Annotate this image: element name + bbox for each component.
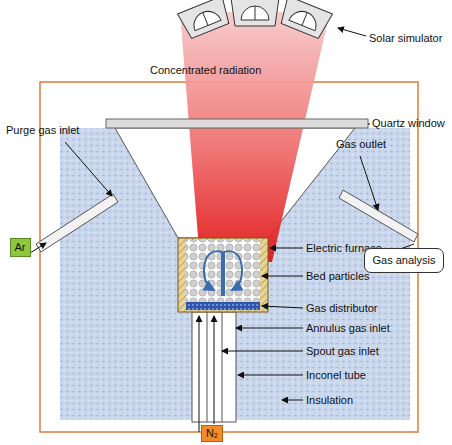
gas-box: Gas analysis (364, 248, 445, 273)
purge-tube (36, 194, 118, 252)
part-label: Bed particles (306, 270, 370, 283)
part-label: Solar simulator (369, 32, 442, 45)
gas-distributor (186, 302, 260, 310)
box-text: Ar (15, 241, 26, 254)
part-label: Spout gas inlet (306, 345, 379, 358)
part-label: Gas distributor (306, 302, 378, 315)
part-label: Quartz window (372, 117, 445, 130)
quartz-window (106, 119, 368, 128)
part-label: Gas outlet (336, 138, 386, 151)
gas-box: N₂ (201, 425, 223, 442)
radiation-beam (180, 12, 330, 262)
part-label: Inconel tube (306, 369, 366, 382)
part-label: Insulation (306, 394, 353, 407)
gas-box: Ar (10, 238, 31, 257)
box-text: N₂ (206, 427, 218, 440)
outlet-tube (339, 190, 418, 242)
leader-line (30, 28, 414, 432)
part-label: Annulus gas inlet (306, 322, 390, 335)
part-label: Purge gas inlet (6, 124, 79, 137)
bed-particles (186, 240, 260, 302)
part-label: Concentrated radiation (150, 64, 261, 77)
electric-furnace (178, 238, 268, 312)
box-text: Gas analysis (373, 254, 436, 267)
lamp (178, 0, 333, 40)
